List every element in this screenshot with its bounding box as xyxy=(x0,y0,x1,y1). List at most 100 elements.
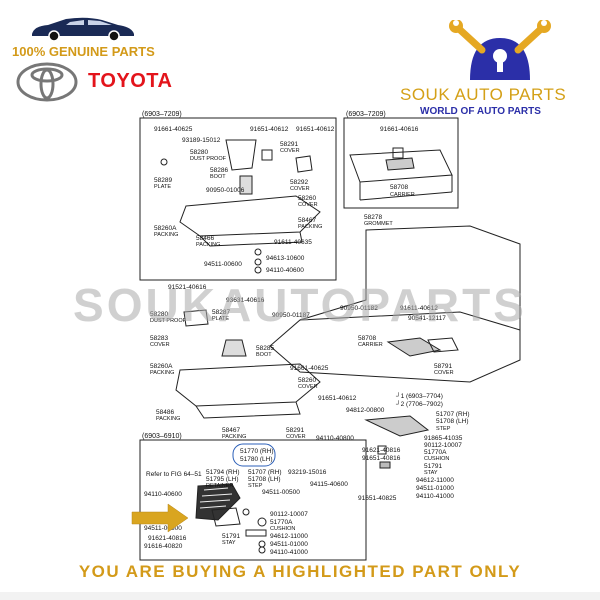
box1-name: DUST PROOF xyxy=(190,156,227,162)
step-pn: 51770A xyxy=(424,449,447,456)
step-pn: 94612-11000 xyxy=(416,477,454,484)
box3-pn: 51708 (LH) xyxy=(248,476,281,483)
highlight-part-rh: 51770 (RH) xyxy=(240,448,274,455)
middle-pn: 58467 xyxy=(222,427,240,434)
box1-pn: 58292 xyxy=(290,179,308,186)
middle-name: COVER xyxy=(298,384,318,390)
middle-pn: 58708 xyxy=(358,335,376,342)
middle-pn: 90541-12117 xyxy=(408,315,446,322)
box1-pn: 91611-40635 xyxy=(274,239,312,246)
souk-logo-icon xyxy=(440,19,560,84)
middle-pn: 94110-40800 xyxy=(316,435,354,442)
box3-pn: 51791 xyxy=(222,533,240,540)
middle-name: DUST PROOF xyxy=(150,318,187,324)
box1-pn: 94511-00600 xyxy=(204,261,242,268)
box1-pn: 91651-40612 xyxy=(250,126,289,133)
box1-name: PACKING xyxy=(196,242,220,248)
step-pn: 94511-01000 xyxy=(416,485,454,492)
middle-name: COVER xyxy=(286,434,306,440)
middle-pn: 58486 xyxy=(156,409,174,416)
middle-pn: 58285 xyxy=(256,345,274,352)
box1-name: PACKING xyxy=(298,224,322,230)
box3-name: STAY xyxy=(222,540,236,546)
middle-pn: 90950-01187 xyxy=(272,312,310,319)
box3-pn: 94115-40600 xyxy=(310,481,348,488)
cover-assembly-drawing xyxy=(160,139,321,274)
box1-pn: 90950-01006 xyxy=(206,187,245,194)
box3-pn: 94511-00500 xyxy=(262,489,300,496)
diagram-box-top-left xyxy=(139,117,337,281)
box3-pn: 51770A xyxy=(270,519,293,526)
seller-tagline: WORLD OF AUTO PARTS xyxy=(420,106,541,117)
box2-part-pn: 91661-40616 xyxy=(380,126,419,133)
box2-part-name: CARRIER xyxy=(390,192,415,198)
box1-pn: 94613-10600 xyxy=(266,255,305,262)
middle-name: PLATE xyxy=(212,316,229,322)
middle-name: BOOT xyxy=(256,352,272,358)
middle-pn: ┘1 (6903–7704) xyxy=(395,392,443,400)
middle-pn: 91521-40616 xyxy=(168,284,207,291)
middle-pn: 58260 xyxy=(298,377,316,384)
box3-pn: 94511-00800 xyxy=(144,525,182,532)
box1-name: BOOT xyxy=(210,174,226,180)
box3-pn: 94511-01000 xyxy=(270,541,308,548)
box1-pn: 94110-40600 xyxy=(266,267,304,274)
watermark: SOUKAUTOPARTS xyxy=(73,279,527,331)
box3-name: RETAINER xyxy=(206,483,233,489)
middle-name: COVER xyxy=(150,342,170,348)
brand-name: TOYOTA xyxy=(88,70,173,92)
middle-name: CARRIER xyxy=(358,342,383,348)
step-name: CUSHION xyxy=(424,456,449,462)
box2-part-pn: 58708 xyxy=(390,184,408,191)
step-pn: 51791 xyxy=(424,463,442,470)
box3-pn: 90112-10007 xyxy=(270,511,308,518)
box3-pn: 51795 (LH) xyxy=(206,476,239,483)
middle-pn: 58260A xyxy=(150,363,173,370)
box3-pn: 94110-41000 xyxy=(270,549,308,556)
box3-range: (6903–6910) xyxy=(142,433,182,440)
middle-pn: 58791 xyxy=(434,363,452,370)
middle-name: PACKING xyxy=(156,416,180,422)
box3-pn: 91616-40820 xyxy=(144,543,183,550)
highlight-marker xyxy=(232,443,276,467)
box2-range: (6903–7209) xyxy=(346,111,386,118)
highlight-arrow-icon xyxy=(131,503,189,533)
box1-pn: 58466 xyxy=(196,235,214,242)
step-pn: 51708 (LH) xyxy=(436,418,469,425)
step-name: STEP xyxy=(436,426,451,432)
step-name: STAY xyxy=(424,470,438,476)
middle-pn: ┘2 (7706–7902) xyxy=(395,400,443,408)
floor-panel-drawing xyxy=(175,225,521,469)
middle-pn: 58278 xyxy=(364,214,382,221)
middle-pn: 90950-01182 xyxy=(340,305,378,312)
box1-name: COVER xyxy=(290,186,310,192)
box3-name: STEP xyxy=(248,483,263,489)
highlight-part-lh: 51780 (LH) xyxy=(240,456,273,463)
box1-pn: 58280 xyxy=(190,149,208,156)
middle-pn: 58291 xyxy=(286,427,304,434)
middle-name: COVER xyxy=(434,370,454,376)
box3-pn: 51794 (RH) xyxy=(206,469,240,476)
step-pn: 91865-41035 xyxy=(424,435,463,442)
box3-pn: 93219-15016 xyxy=(288,469,327,476)
middle-pn: 91651-40612 xyxy=(318,395,357,402)
middle-pn: 58280 xyxy=(150,311,168,318)
middle-pn: 58287 xyxy=(212,309,230,316)
toyota-emblem-icon xyxy=(16,62,78,102)
seller-name: SOUK AUTO PARTS xyxy=(400,85,567,104)
box3-pn: 51707 (RH) xyxy=(248,469,282,476)
box1-pn: 58289 xyxy=(154,177,172,184)
step-pn: 91621-40816 xyxy=(362,447,401,454)
box3-pn: 94110-40600 xyxy=(144,491,182,498)
box1-pn: 58286 xyxy=(210,167,228,174)
middle-name: PACKING xyxy=(150,370,174,376)
box1-name: PACKING xyxy=(154,232,178,238)
middle-pn: 91611-40612 xyxy=(400,305,438,312)
middle-name: GROMMET xyxy=(364,221,393,227)
footer-notice: YOU ARE BUYING A HIGHLIGHTED PART ONLY xyxy=(78,562,522,581)
box1-name: COVER xyxy=(280,148,300,154)
box3-pn: Refer to FIG 64–51 xyxy=(146,471,202,478)
middle-name: PACKING xyxy=(222,434,246,440)
middle-pn: 58283 xyxy=(150,335,168,342)
middle-pn: 93631-40616 xyxy=(226,297,265,304)
